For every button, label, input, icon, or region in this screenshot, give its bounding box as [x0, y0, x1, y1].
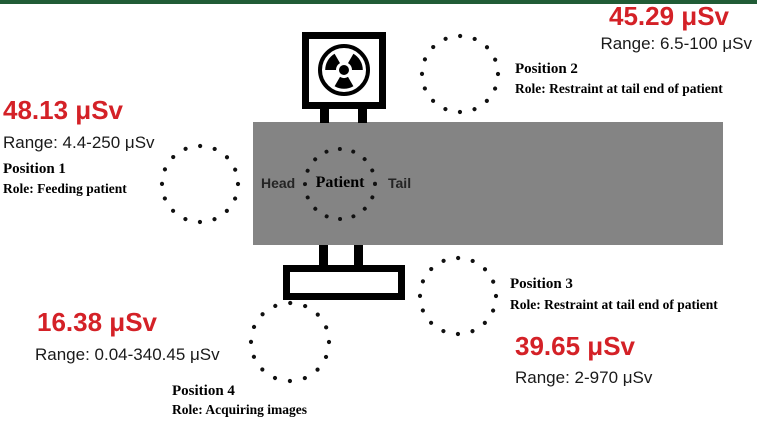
- table-base: [283, 265, 405, 300]
- tail-label: Tail: [388, 175, 412, 191]
- radiation-trefoil-sign: [302, 32, 386, 123]
- position-4-marker: [248, 300, 332, 384]
- position-4-range: Range: 0.04-340.45 μSv: [35, 345, 220, 364]
- head-label: Head: [261, 175, 296, 191]
- position-2-marker: [419, 33, 501, 115]
- position-4-role: Role: Acquiring images: [172, 402, 307, 417]
- patient-label: Patient: [315, 174, 365, 191]
- position-1-label: Position 1: [3, 161, 66, 177]
- position-1-role: Role: Feeding patient: [3, 181, 127, 196]
- position-2-role: Role: Restraint at tail end of patient: [515, 81, 723, 96]
- top-accent-bar: [0, 0, 757, 4]
- position-1-dose: 48.13 μSv: [3, 95, 123, 125]
- table-leg-left: [319, 245, 328, 268]
- position-3-label: Position 3: [510, 276, 573, 292]
- position-1-range: Range: 4.4-250 μSv: [3, 133, 155, 152]
- position-3-dose: 39.65 μSv: [515, 331, 635, 361]
- position-3-role: Role: Restraint at tail end of patient: [510, 297, 718, 312]
- position-2-dose: 45.29 μSv: [609, 1, 729, 31]
- position-2-label: Position 2: [515, 61, 578, 77]
- position-4-label: Position 4: [172, 383, 235, 399]
- position-4-dose: 16.38 μSv: [37, 307, 157, 337]
- position-1-marker: [159, 143, 241, 225]
- position-3-marker: [417, 255, 499, 337]
- position-3-range: Range: 2-970 μSv: [515, 368, 653, 387]
- table-leg-right: [354, 245, 363, 268]
- position-2-range: Range: 6.5-100 μSv: [600, 34, 752, 53]
